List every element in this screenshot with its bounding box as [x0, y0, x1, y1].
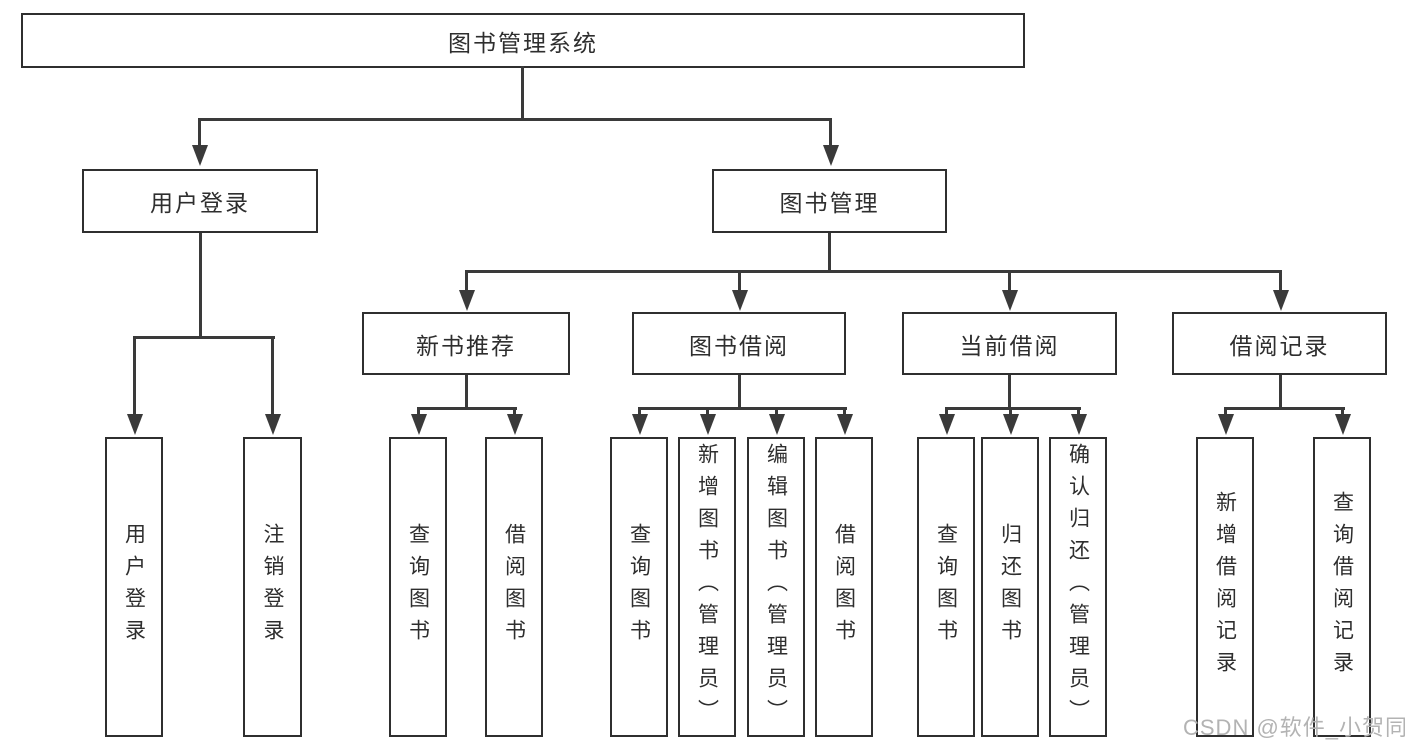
arrow-down-icon [836, 407, 853, 435]
leaf-label: 查询图书 [406, 523, 430, 651]
leaf-label: 借阅图书 [502, 523, 526, 651]
arrow-down-icon [938, 407, 955, 435]
arrow-down-icon [699, 407, 716, 435]
node-current-borrowing: 当前借阅 [902, 312, 1117, 375]
leaf-label: 用户登录 [122, 523, 146, 651]
connector-line [828, 233, 831, 270]
connector-line [1224, 407, 1345, 410]
leaf-current-return-books: 归还图书 [981, 437, 1039, 737]
node-label: 当前借阅 [959, 332, 1060, 359]
arrow-down-icon [768, 407, 785, 435]
arrow-down-icon [1001, 270, 1018, 311]
node-label: 图书管理 [779, 190, 880, 216]
connector-line [1279, 375, 1282, 407]
connector-line [738, 375, 741, 407]
arrow-down-icon [1002, 407, 1019, 435]
arrow-down-icon [191, 118, 208, 166]
connector-line [199, 233, 202, 336]
node-label: 新书推荐 [416, 332, 516, 359]
arrow-down-icon [822, 118, 839, 166]
arrow-down-icon [1272, 270, 1289, 311]
node-label: 图书管理系统 [448, 29, 598, 56]
leaf-current-query-books: 查询图书 [917, 437, 975, 737]
connector-line [198, 118, 832, 121]
arrow-down-icon [264, 336, 281, 435]
leaf-label: 确认归还（管理员） [1066, 443, 1090, 731]
node-user-login: 用户登录 [82, 169, 318, 233]
arrow-down-icon [1070, 407, 1087, 435]
leaf-borrowing-add-books-admin: 新增图书（管理员） [678, 437, 736, 737]
leaf-user-login: 用户登录 [105, 437, 163, 737]
leaf-label: 查询图书 [934, 523, 958, 651]
connector-line [638, 407, 847, 410]
connector-line [521, 66, 524, 118]
leaf-logout: 注销登录 [243, 437, 302, 737]
leaf-label: 注销登录 [261, 523, 284, 651]
leaf-label: 查询借阅记录 [1330, 491, 1354, 683]
arrow-down-icon [410, 407, 427, 435]
node-book-borrowing: 图书借阅 [632, 312, 846, 375]
arrow-down-icon [458, 270, 475, 311]
node-library-management-system: 图书管理系统 [21, 13, 1025, 68]
node-borrowing-records: 借阅记录 [1172, 312, 1387, 375]
node-book-management: 图书管理 [712, 169, 947, 233]
connector-line [1008, 375, 1011, 407]
arrow-down-icon [731, 270, 748, 311]
leaf-label: 编辑图书（管理员） [764, 443, 788, 731]
leaf-records-add-record: 新增借阅记录 [1196, 437, 1254, 737]
leaf-label: 归还图书 [998, 523, 1022, 651]
connector-line [133, 336, 275, 339]
connector-line [945, 407, 1081, 410]
leaf-label: 新增图书（管理员） [695, 443, 719, 731]
leaf-recommend-query-books: 查询图书 [389, 437, 447, 737]
leaf-borrowing-query-books: 查询图书 [610, 437, 668, 737]
arrow-down-icon [126, 336, 143, 435]
leaf-borrowing-edit-books-admin: 编辑图书（管理员） [747, 437, 805, 737]
arrow-down-icon [506, 407, 523, 435]
node-label: 用户登录 [150, 190, 250, 216]
arrow-down-icon [1217, 407, 1234, 435]
leaf-label: 借阅图书 [832, 523, 856, 651]
leaf-records-query-record: 查询借阅记录 [1313, 437, 1371, 737]
leaf-borrowing-borrow-books: 借阅图书 [815, 437, 873, 737]
arrow-down-icon [1334, 407, 1351, 435]
leaf-recommend-borrow-books: 借阅图书 [485, 437, 543, 737]
leaf-label: 查询图书 [627, 523, 651, 651]
connector-line [465, 375, 468, 407]
node-label: 图书借阅 [689, 332, 789, 359]
watermark-csdn: CSDN @软件_小贺同学 [1183, 715, 1405, 740]
connector-line [465, 270, 1282, 273]
connector-line [417, 407, 517, 410]
leaf-label: 新增借阅记录 [1213, 491, 1237, 683]
node-label: 借阅记录 [1229, 332, 1330, 359]
arrow-down-icon [631, 407, 648, 435]
node-new-book-recommendation: 新书推荐 [362, 312, 570, 375]
leaf-current-confirm-return-admin: 确认归还（管理员） [1049, 437, 1107, 737]
